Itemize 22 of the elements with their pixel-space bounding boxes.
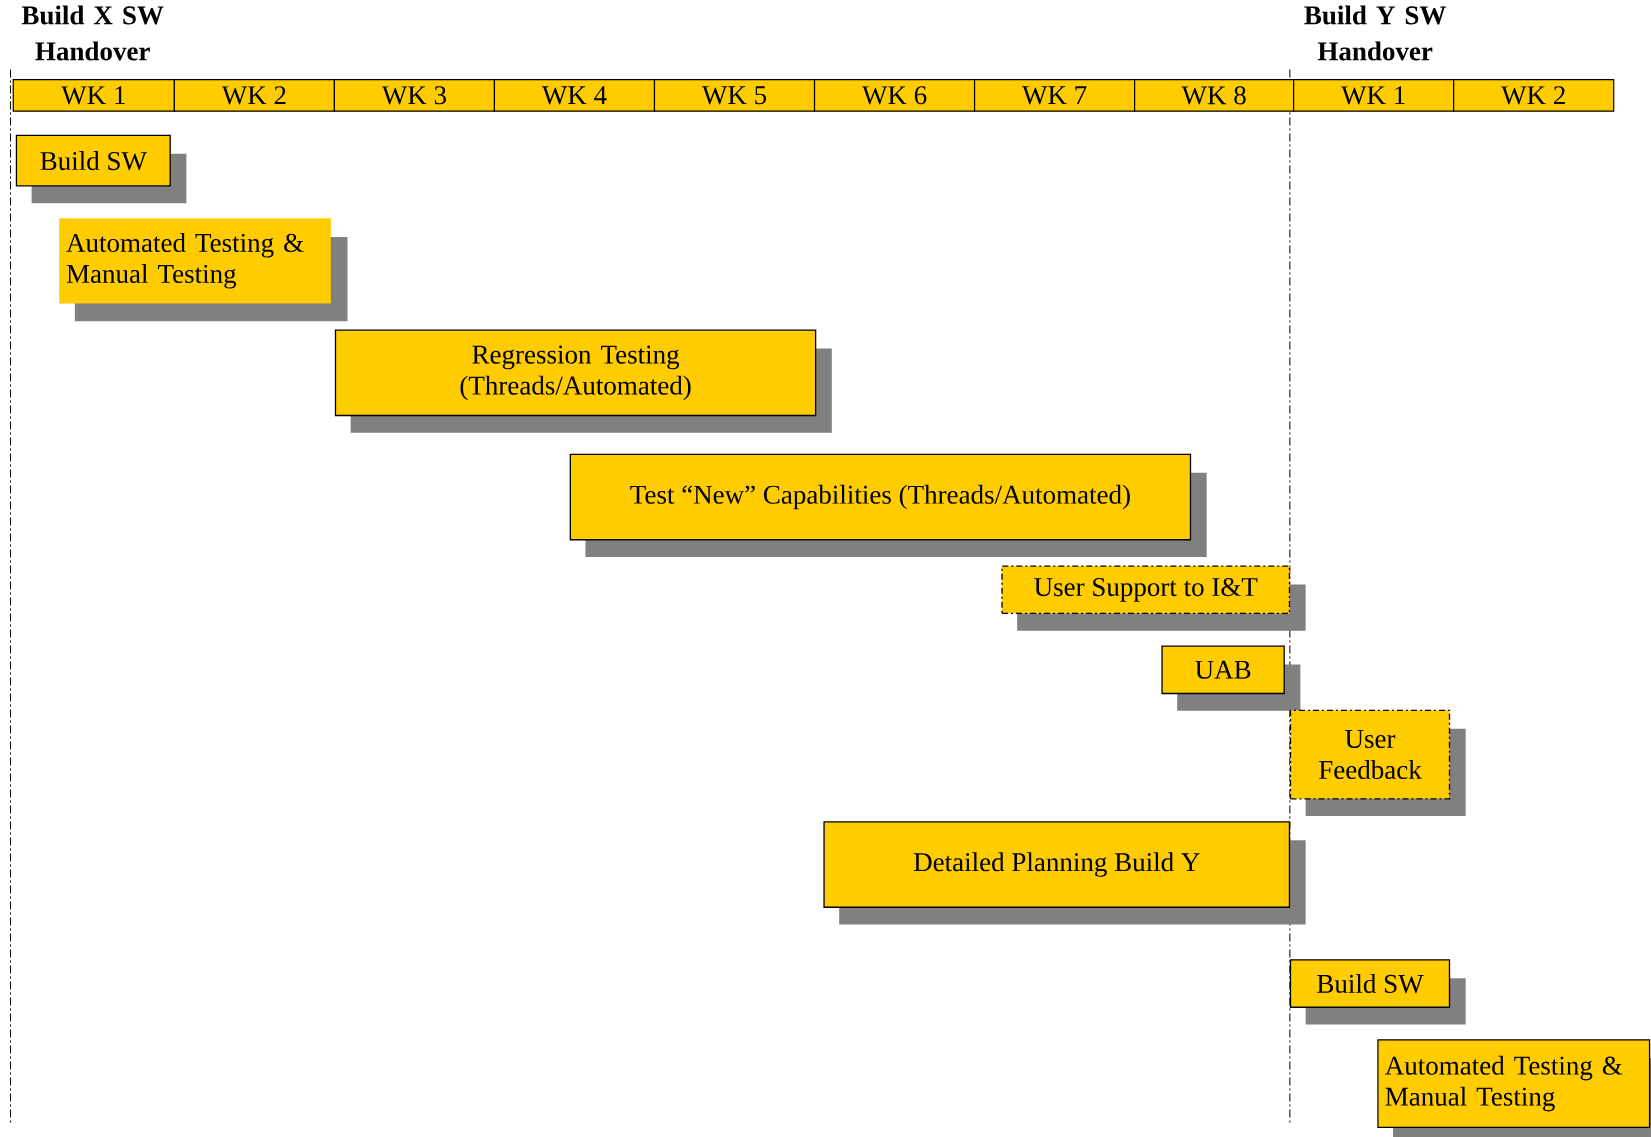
task-bar: User Support to I&T bbox=[1001, 565, 1306, 631]
week-cell: WK 7 bbox=[973, 78, 1136, 112]
milestone-label: Build X SW Handover bbox=[21, 5, 164, 61]
task-bar: Regression Testing (Threads/Automated) bbox=[334, 329, 832, 433]
task-bar: Build SW bbox=[15, 134, 187, 204]
week-cell: WK 2 bbox=[173, 78, 335, 112]
week-cell: WK 4 bbox=[493, 78, 656, 112]
week-cell: WK 1 bbox=[1293, 78, 1455, 112]
week-cell: WK 1 bbox=[12, 78, 175, 112]
task-bar: Automated Testing & Manual Testing bbox=[59, 218, 348, 322]
week-cell: WK 6 bbox=[813, 78, 976, 112]
week-cell: WK 8 bbox=[1134, 78, 1295, 112]
task-bar: Automated Testing & Manual Testing bbox=[1377, 1039, 1651, 1137]
task-bar: UAB bbox=[1161, 645, 1301, 711]
milestone-label: Build Y SW Handover bbox=[1304, 5, 1446, 61]
task-bar: User Feedback bbox=[1289, 709, 1466, 816]
week-cell: WK 5 bbox=[653, 78, 816, 112]
task-bar: Detailed Planning Build Y bbox=[823, 821, 1306, 925]
week-cell: WK 3 bbox=[333, 78, 496, 112]
week-cell: WK 2 bbox=[1453, 78, 1615, 112]
task-bar: Build SW bbox=[1289, 959, 1466, 1025]
task-bar: Test “New” Capabilities (Threads/Automated) bbox=[569, 453, 1207, 557]
